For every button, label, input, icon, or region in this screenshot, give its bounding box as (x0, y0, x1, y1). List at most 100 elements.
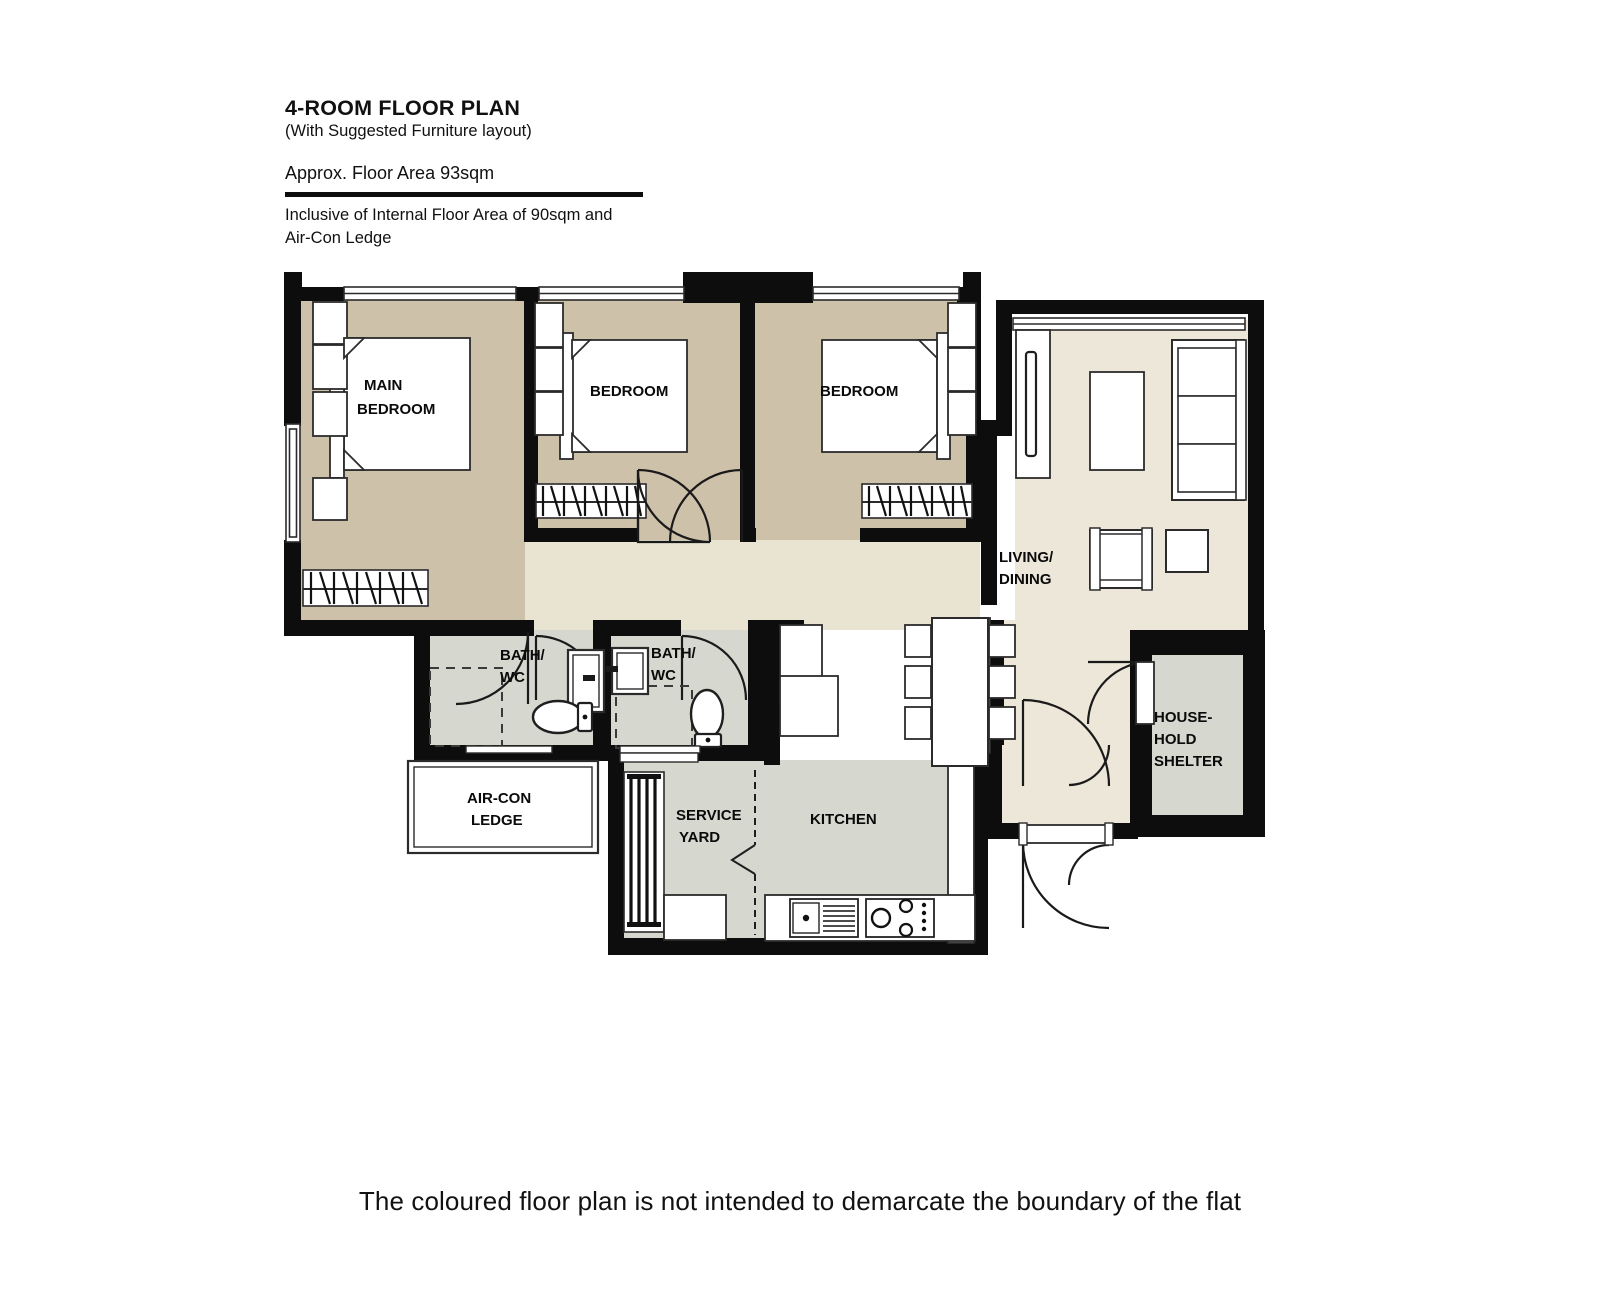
label-bath1-line1: BATH/ (500, 647, 546, 664)
label-household-shelter-line1: HOUSE- (1154, 709, 1212, 726)
main-bedroom-wardrobe (302, 569, 429, 607)
bedroom2-nightstand-lower (534, 391, 564, 436)
living-dining-furniture (904, 329, 1247, 767)
service-yard-door (730, 770, 756, 935)
window-main-bedroom-left (285, 423, 301, 543)
label-aircon-ledge-line1: AIR-CON (467, 790, 531, 807)
kitchen-sink (789, 898, 859, 938)
bedroom3-sidecab (947, 302, 977, 348)
label-kitchen: KITCHEN (810, 811, 877, 828)
bath1-floor-drain (465, 745, 553, 754)
bedroom3-nightstand-upper (947, 347, 977, 392)
wall-bed3-bottom (860, 528, 980, 542)
wall-mainbed-bottom (284, 620, 429, 636)
bedroom3-bed-corner-tr (916, 339, 938, 361)
bedroom2-bed-corner-tl (571, 339, 593, 361)
wall-left-window-frame-top (284, 418, 301, 426)
wall-shelter-outer-top (1130, 630, 1265, 655)
side-table (1165, 529, 1209, 573)
wall-bath1-top (414, 620, 534, 636)
tv-console (1015, 329, 1051, 479)
plan-subtitle: (With Suggested Furniture layout) (285, 122, 532, 141)
wall-living-right-lower (1248, 600, 1264, 640)
internal-area-note-line1: Inclusive of Internal Floor Area of 90sq… (285, 206, 613, 225)
wall-bath2-top (611, 620, 681, 636)
window-main-bedroom-top (343, 286, 517, 301)
shelter-door-leaf (1135, 661, 1155, 725)
bedroom2-wardrobe (535, 483, 647, 519)
kitchen-counter-mid (779, 675, 839, 737)
main-bed-corner-bl (343, 447, 367, 471)
coffee-table (1089, 371, 1145, 471)
bedroom3-bed-corner-br (916, 431, 938, 453)
label-living-dining-line2: DINING (999, 571, 1052, 588)
wall-living-left-lower (981, 420, 997, 605)
label-main-bedroom-line1: MAIN (364, 377, 402, 394)
household-shelter-fill (1150, 655, 1245, 830)
window-bedroom2-top (538, 286, 685, 301)
bedroom2-bed (571, 339, 688, 453)
wall-living-right (1248, 300, 1264, 630)
door-entrance-outer-arc (1021, 841, 1110, 930)
internal-area-note-line2: Air-Con Ledge (285, 228, 392, 247)
door-bedroom2-arc (637, 468, 712, 543)
wall-foyer-right-stub (1108, 823, 1138, 839)
service-yard-cabinet (663, 894, 727, 941)
bedroom3-wardrobe (861, 483, 973, 519)
label-bath2-line1: BATH/ (651, 645, 697, 662)
wall-service-left (608, 760, 624, 940)
service-yard-louvre (619, 752, 756, 941)
main-bed-corner-tl (343, 337, 367, 361)
wall-shelter-outer-bottom (1130, 815, 1265, 837)
armchair (1089, 527, 1153, 591)
label-service-yard-line1: SERVICE (676, 807, 742, 824)
label-bath1-line2: WC (500, 669, 525, 686)
bedroom2-furniture (534, 302, 688, 460)
wall-left-upper (284, 272, 301, 424)
door-entrance-gate2-arc (1067, 843, 1110, 886)
wall-shelter-outer-right (1243, 630, 1265, 835)
bath2-floor-drain (619, 745, 701, 754)
bath2-toilet (689, 688, 725, 749)
label-bedroom2: BEDROOM (590, 383, 668, 400)
main-bed-nightstand-upper (312, 344, 348, 390)
label-living-dining-line1: LIVING/ (999, 549, 1054, 566)
plan-header: 4-ROOM FLOOR PLAN (With Suggested Furnit… (285, 96, 1005, 249)
dining-chair-r1 (988, 624, 1016, 658)
door-bedroom3-arc (668, 468, 743, 543)
door-bath2-arc (681, 634, 748, 701)
label-service-yard-line2: YARD (679, 829, 720, 846)
label-household-shelter-line2: HOLD (1154, 731, 1197, 748)
kitchen-hob (865, 898, 935, 938)
wall-living-top (996, 300, 1264, 314)
bath1-shower-area (429, 667, 503, 747)
main-bed-nightstand-lower (312, 391, 348, 437)
corridor-fill (525, 540, 980, 630)
wall-living-left-upper (996, 300, 1012, 420)
wall-left-lower (284, 545, 301, 635)
bedroom3-furniture (821, 302, 977, 460)
wall-kitchen-bottom (608, 938, 988, 955)
room-labels: MAIN BEDROOM BEDROOM BEDROOM LIVING/ DIN… (357, 377, 1223, 846)
bedroom3-nightstand-lower (947, 391, 977, 436)
wall-foyer-bottom (988, 823, 1023, 839)
sofa (1171, 339, 1247, 501)
bedroom2-sidecab (534, 302, 564, 348)
window-living-dining-top (1012, 317, 1246, 331)
wall-bed2-bottom (524, 528, 634, 542)
bedroom2-bed-corner-bl (571, 431, 593, 453)
main-bed-sidecab-top (312, 301, 348, 345)
label-aircon-ledge-line2: LEDGE (471, 812, 523, 829)
window-bedroom3-top (812, 286, 960, 301)
wall-shelter-outer-left (1130, 630, 1152, 835)
label-household-shelter-line3: SHELTER (1154, 753, 1223, 770)
door-entrance-gate-arc (1068, 744, 1111, 787)
wall-bath-right (748, 620, 764, 760)
wall-partition-bed2-bed3 (740, 287, 755, 542)
wall-bed3-door-jamb (742, 528, 756, 542)
label-bedroom3: BEDROOM (820, 383, 898, 400)
dining-set (904, 617, 1016, 767)
entrance-door-leaf (1018, 822, 1114, 846)
label-bath2-line2: WC (651, 667, 676, 684)
